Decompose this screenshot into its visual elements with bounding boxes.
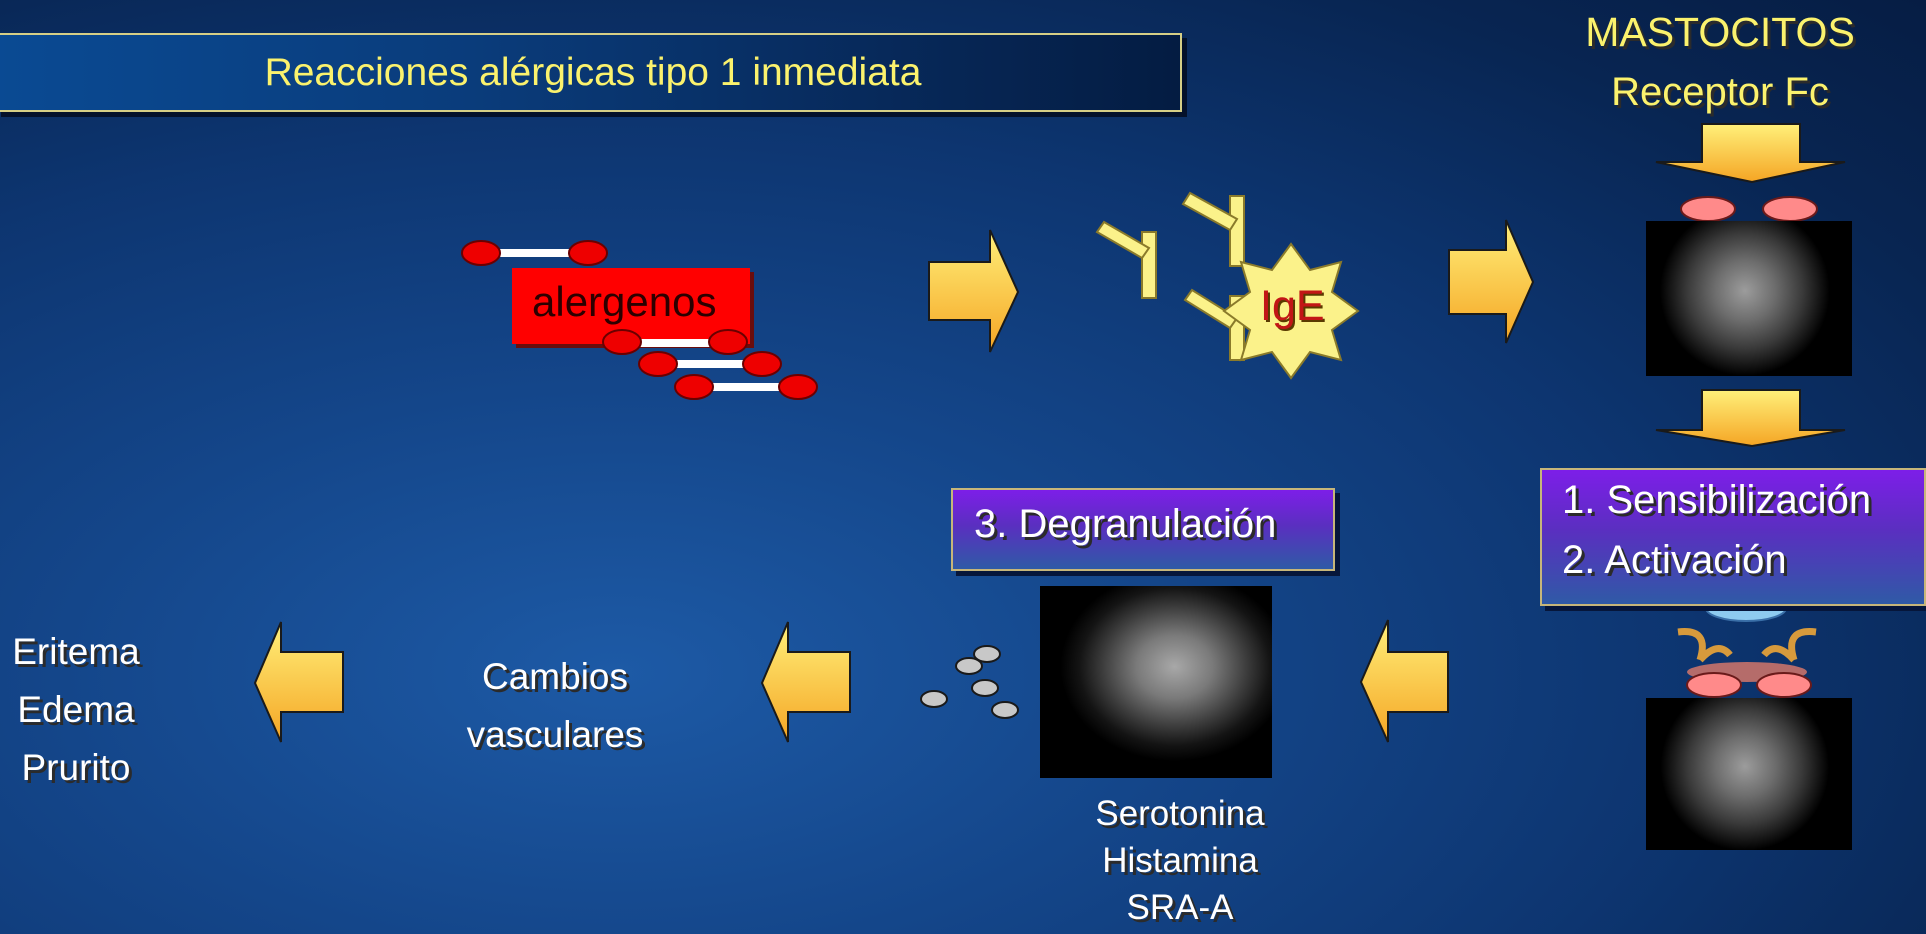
allergen-molecule [462,241,607,265]
vascular-changes-label: Cambios vasculares [420,648,690,764]
vascular-changes-line: vasculares [420,706,690,764]
vascular-changes-line: Cambios [420,648,690,706]
crosslink-icon [1678,595,1816,682]
mediator-item: Serotonina [1045,790,1315,837]
arrow-left-icon [1361,620,1448,742]
arrow-right-icon [1449,220,1533,343]
receptor-fc-icon [1681,197,1817,221]
ige-antibodies [1097,193,1244,360]
allergen-molecule [639,352,781,376]
granules-icon [921,646,1018,718]
arrow-down-icon [1656,124,1845,182]
symptoms-list: Eritema Edema Prurito [0,623,152,797]
mediator-item: SRA-A [1045,884,1315,931]
symptom-item: Eritema [0,623,152,681]
mast-cell-activated-image [1646,698,1852,850]
symptom-item: Edema [0,681,152,739]
antibody-icon [1185,290,1244,360]
arrow-left-icon [762,622,850,742]
mast-cell-degranulated-image [1040,586,1272,778]
ige-label: IgE [1260,282,1325,331]
antibody-icon [1097,222,1156,298]
antibody-icon [1183,193,1244,266]
allergen-molecule [603,330,747,354]
mast-cell-image [1646,221,1852,376]
allergen-molecules [462,241,817,399]
mediators-list: Serotonina Histamina SRA-A [1045,790,1315,931]
arrow-right-icon [929,230,1018,352]
step-degranulacion: 3. Degranulación [974,502,1276,547]
symptom-item: Prurito [0,739,152,797]
arrow-left-icon [255,622,343,742]
arrow-down-icon [1656,390,1845,446]
allergen-molecule [675,375,817,399]
step-activacion: 2. Activación [1562,538,1787,583]
step-sensibilizacion: 1. Sensibilización [1562,478,1871,523]
mediator-item: Histamina [1045,837,1315,884]
